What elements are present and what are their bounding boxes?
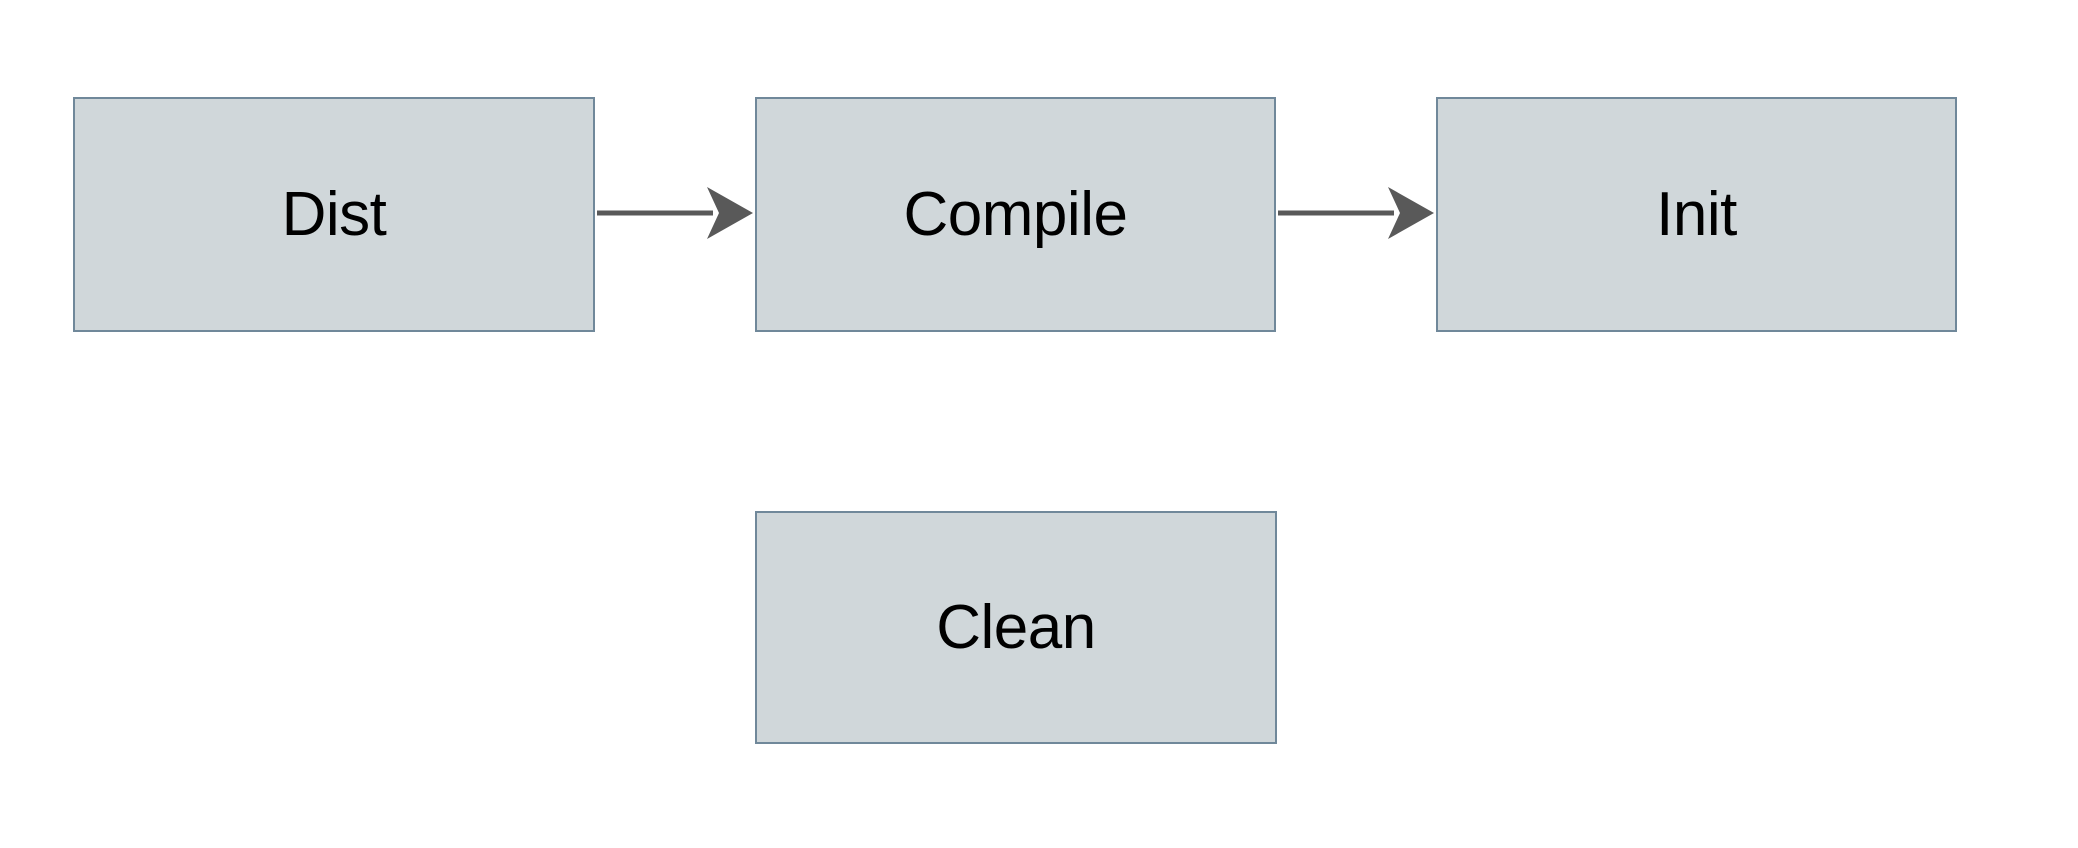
node-clean[interactable]: Clean — [755, 511, 1277, 744]
node-init[interactable]: Init — [1436, 97, 1957, 332]
edge-compile-to-init[interactable] — [1278, 183, 1434, 243]
node-dist[interactable]: Dist — [73, 97, 595, 332]
node-init-label: Init — [1656, 179, 1737, 249]
arrow-head-icon — [707, 187, 753, 239]
node-compile-label: Compile — [903, 179, 1128, 249]
arrow-head-icon — [1388, 187, 1434, 239]
node-dist-label: Dist — [281, 179, 387, 249]
edge-dist-to-compile[interactable] — [597, 183, 753, 243]
node-clean-label: Clean — [936, 592, 1096, 662]
node-compile[interactable]: Compile — [755, 97, 1276, 332]
